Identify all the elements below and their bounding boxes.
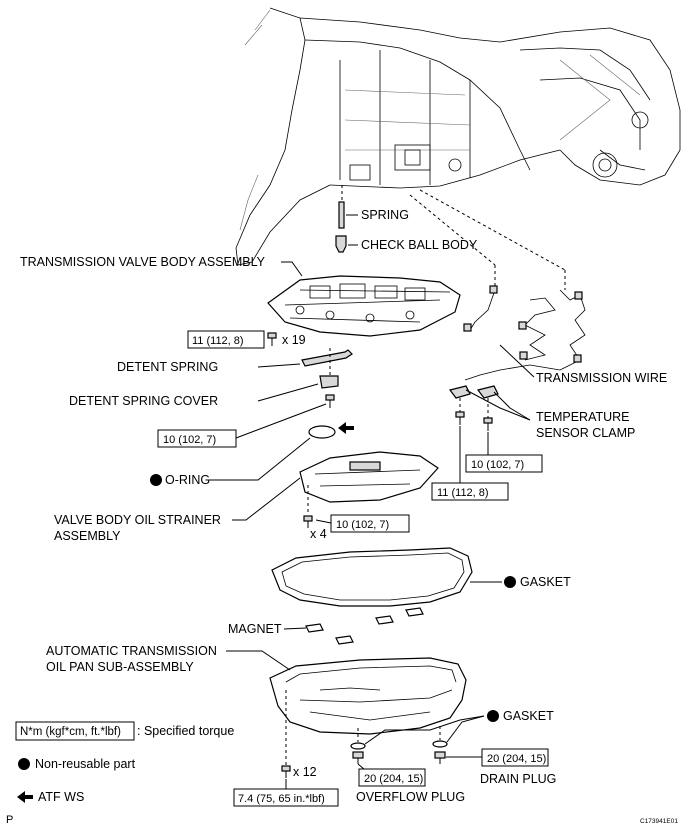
- oil-pan-bolt-part: [281, 765, 291, 778]
- pan-gasket-label: GASKET: [520, 575, 571, 589]
- clamp-bolt-left-torque-box: 11 (112, 8): [431, 482, 509, 501]
- valve-body-bolt-torque-box: 11 (112, 8): [187, 330, 265, 349]
- oil-pan-label-2: OIL PAN SUB-ASSEMBLY: [46, 660, 194, 674]
- pan-gasket-part: [271, 547, 473, 607]
- drain-plug-torque-box: 20 (204, 15): [481, 748, 549, 767]
- svg-text:20 (204, 15): 20 (204, 15): [364, 773, 423, 785]
- oil-strainer-part: [299, 451, 439, 503]
- legend-atf: ATF WS: [38, 790, 84, 804]
- svg-text:10 (102, 7): 10 (102, 7): [471, 459, 524, 471]
- temperature-sensor-clamp-label-1: TEMPERATURE: [536, 410, 630, 424]
- legend-torque-desc: : Specified torque: [137, 724, 234, 738]
- magnet-parts: [305, 607, 424, 645]
- oil-pan-label-1: AUTOMATIC TRANSMISSION: [46, 644, 217, 658]
- check-ball-body-part: [335, 235, 358, 253]
- drain-plug-label: DRAIN PLUG: [480, 772, 556, 786]
- check-ball-body-label: CHECK BALL BODY: [361, 238, 478, 252]
- transmission-wire-part: [463, 285, 586, 381]
- footer-figure-code: C173941E01: [640, 818, 678, 825]
- transmission-wire-label: TRANSMISSION WIRE: [536, 371, 667, 385]
- svg-text:7.4 (75, 65 in.*lbf): 7.4 (75, 65 in.*lbf): [238, 793, 325, 805]
- clamp-bolt-right-part: [483, 417, 493, 431]
- legend: N*m (kgf*cm, ft.*lbf) : Specified torque…: [15, 721, 234, 804]
- detent-cover-bolt-part: [325, 394, 335, 408]
- strainer-bolt-qty: x 4: [310, 527, 327, 541]
- oil-pan-part: [269, 657, 467, 735]
- o-ring-part: [308, 425, 336, 439]
- temperature-sensor-clamp-left: [448, 385, 471, 399]
- oil-pan-bolt-torque-box: 7.4 (75, 65 in.*lbf): [233, 788, 339, 807]
- o-ring-label: O-RING: [165, 473, 210, 487]
- clamp-bolt-left-part: [455, 411, 465, 425]
- detent-spring-label: DETENT SPRING: [117, 360, 218, 374]
- transmission-valve-body-assembly-label: TRANSMISSION VALVE BODY ASSEMBLY: [20, 255, 266, 269]
- temperature-sensor-clamp-label-2: SENSOR CLAMP: [536, 426, 635, 440]
- footer-left-mark: P: [6, 814, 13, 826]
- drain-plug-part: [434, 751, 446, 764]
- strainer-bolt-torque-box: 10 (102, 7): [330, 514, 410, 533]
- detent-spring-cover-part: [319, 375, 339, 389]
- legend-non-reusable: Non-reusable part: [35, 757, 136, 771]
- drain-plug-gasket-part: [432, 740, 448, 748]
- valve-body-bolt-qty: x 19: [282, 333, 306, 347]
- pan-gasket-non-reusable-icon: [504, 576, 516, 588]
- valve-body-part: [267, 275, 461, 337]
- detent-cover-bolt-torque-box: 10 (102, 7): [157, 429, 237, 448]
- detent-spring-cover-label: DETENT SPRING COVER: [69, 394, 218, 408]
- transmission-case-illustration: [235, 7, 681, 266]
- svg-text:10 (102, 7): 10 (102, 7): [336, 519, 389, 531]
- strainer-bolt-part: [303, 515, 313, 528]
- svg-text:N*m (kgf*cm, ft.*lbf): N*m (kgf*cm, ft.*lbf): [20, 726, 121, 738]
- oil-pan-bolt-qty: x 12: [293, 765, 317, 779]
- svg-text:20 (204, 15): 20 (204, 15): [487, 753, 546, 765]
- valve-body-oil-strainer-label-2: ASSEMBLY: [54, 529, 121, 543]
- overflow-plug-label: OVERFLOW PLUG: [356, 790, 465, 804]
- spring-part: [338, 201, 358, 229]
- clamp-bolt-right-torque-box: 10 (102, 7): [465, 454, 543, 473]
- atf-legend-arrow-icon: [17, 791, 33, 803]
- overflow-plug-torque-box: 20 (204, 15): [358, 768, 426, 787]
- plug-gasket-label: GASKET: [503, 709, 554, 723]
- atf-arrow-icon: [338, 422, 354, 434]
- magnet-label: MAGNET: [228, 622, 282, 636]
- legend-torque-box: N*m (kgf*cm, ft.*lbf): [15, 721, 135, 741]
- svg-text:11 (112, 8): 11 (112, 8): [437, 487, 489, 499]
- overflow-plug-part: [352, 751, 364, 764]
- detent-spring-part: [301, 349, 353, 367]
- plug-gasket-non-reusable-icon: [487, 710, 499, 722]
- o-ring-non-reusable-icon: [150, 474, 162, 486]
- spring-label: SPRING: [361, 208, 409, 222]
- overflow-plug-gasket-part: [350, 742, 366, 750]
- non-reusable-legend-icon: [18, 758, 30, 770]
- svg-text:11 (112, 8): 11 (112, 8): [192, 335, 244, 347]
- valve-body-oil-strainer-label-1: VALVE BODY OIL STRAINER: [54, 513, 221, 527]
- temperature-sensor-clamp-right: [476, 385, 499, 399]
- svg-text:10 (102, 7): 10 (102, 7): [163, 434, 216, 446]
- valve-body-bolt-part: [267, 332, 277, 346]
